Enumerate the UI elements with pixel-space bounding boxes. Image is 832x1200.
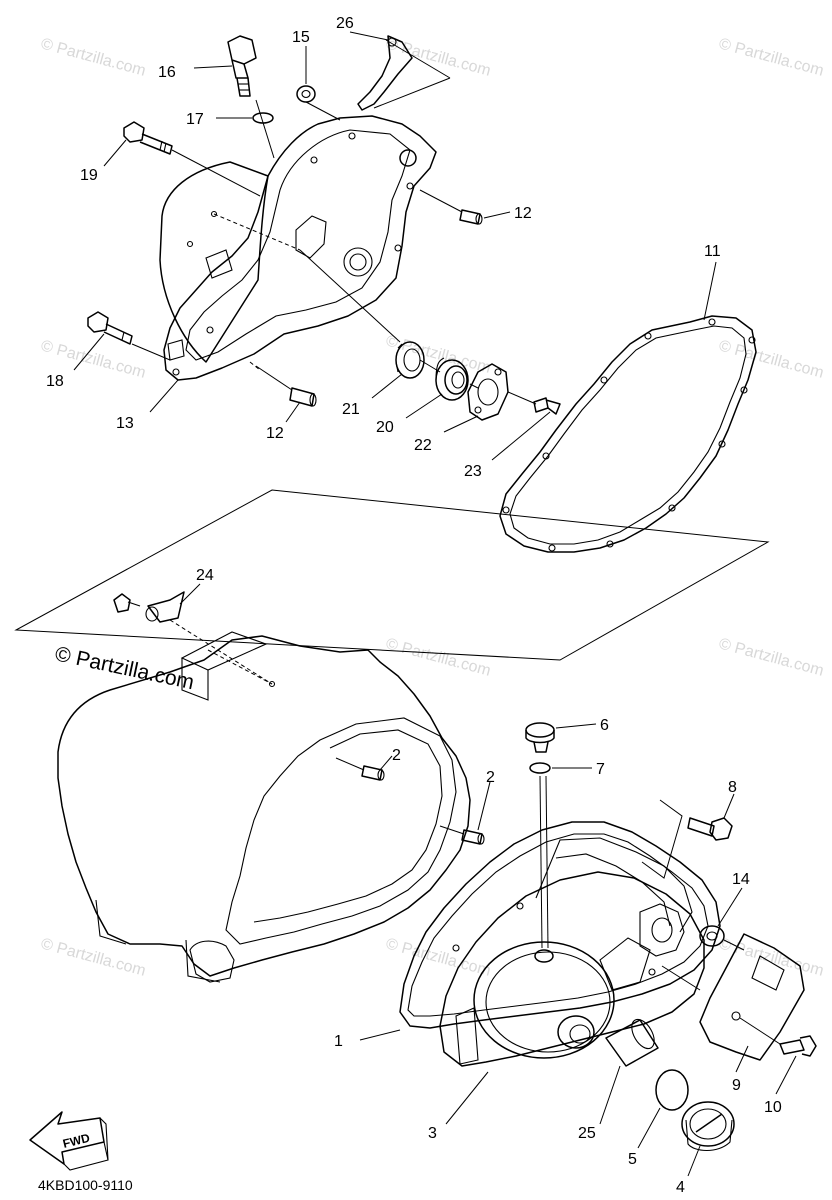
part-13-crankcase-cover — [159, 115, 437, 381]
callout-16: 16 — [158, 64, 176, 81]
part-8-bolt — [687, 817, 733, 841]
part-22-retainer — [467, 363, 509, 421]
part-2-dowel-left — [361, 765, 385, 781]
callout-26: 26 — [336, 15, 354, 32]
callout-20: 20 — [376, 419, 394, 436]
callout-22: 22 — [414, 437, 432, 454]
leader-lines — [73, 31, 797, 1177]
dashed-ref-24 — [169, 619, 273, 685]
callout-15: 15 — [292, 29, 310, 46]
callout-25: 25 — [578, 1125, 596, 1142]
watermark: © Partzilla.com — [384, 35, 493, 79]
part-5-o-ring — [655, 1069, 689, 1111]
brand-stamp: © Partzilla.com — [53, 642, 196, 694]
part-1-gasket — [399, 821, 721, 1029]
part-14-washer — [699, 925, 725, 947]
callout-19: 19 — [80, 167, 98, 184]
part-15-bushing — [296, 85, 316, 103]
part-25-collar — [605, 1018, 659, 1067]
part-26-bracket — [357, 35, 413, 111]
callout-21: 21 — [342, 401, 360, 418]
part-19-bolt — [123, 121, 173, 155]
watermark: © Partzilla.com — [717, 337, 826, 381]
diagram-code: 4KBD100-9110 — [38, 1177, 133, 1193]
callout-10: 10 — [764, 1099, 782, 1116]
callout-12-lower: 12 — [266, 425, 284, 442]
callout-8: 8 — [728, 779, 737, 796]
callout-23: 23 — [464, 463, 482, 480]
part-4-plug — [681, 1101, 735, 1152]
part-23-screw — [533, 397, 561, 415]
fwd-label: FWD — [61, 1131, 91, 1151]
callout-14: 14 — [732, 871, 750, 888]
part-12-dowel-upper — [459, 209, 483, 225]
watermark: © Partzilla.com — [717, 635, 826, 679]
lower-reference-lines — [641, 799, 781, 1045]
fwd-arrow-icon: FWD — [29, 1111, 109, 1171]
callout-3: 3 — [428, 1125, 437, 1142]
part-18-bolt — [87, 311, 133, 345]
callout-13: 13 — [116, 415, 134, 432]
part-7-o-ring — [529, 762, 551, 774]
watermark: © Partzilla.com — [717, 935, 826, 979]
watermark: © Partzilla.com — [717, 35, 826, 79]
watermarks: © Partzilla.com © Partzilla.com © Partzi… — [39, 35, 826, 979]
reference-outline — [14, 489, 770, 661]
callout-2-right: 2 — [486, 769, 495, 786]
part-12-dowel-lower — [289, 387, 317, 407]
callout-6: 6 — [600, 717, 609, 734]
part-10-bolt — [779, 1035, 817, 1057]
part-11-gasket — [499, 315, 757, 553]
upper-reference-lines — [131, 39, 537, 405]
watermark: © Partzilla.com — [39, 935, 148, 979]
watermark: © Partzilla.com — [384, 635, 493, 679]
part-6-oil-cap — [525, 722, 555, 753]
part-2-dowel-right — [461, 829, 485, 845]
part-16-sensor — [227, 35, 257, 97]
part-3-crankcase-cover — [439, 837, 705, 1067]
callout-12-upper: 12 — [514, 205, 532, 222]
part-9-cover-plate — [699, 933, 805, 1061]
callout-4: 4 — [676, 1179, 685, 1196]
callout-11: 11 — [704, 243, 721, 260]
callout-24: 24 — [196, 567, 214, 584]
callout-17: 17 — [186, 111, 204, 128]
engine-crankcase — [57, 631, 471, 983]
callout-2-left: 2 — [392, 747, 401, 764]
callout-labels: 16 17 15 26 19 12 11 18 13 12 21 20 22 2… — [46, 15, 782, 1196]
callout-5: 5 — [628, 1151, 637, 1168]
callout-18: 18 — [46, 373, 64, 390]
part-24-bolt-washer — [113, 591, 185, 623]
callout-9: 9 — [732, 1077, 741, 1094]
callout-7: 7 — [596, 761, 605, 778]
part-20-bearing — [435, 357, 469, 401]
callout-1: 1 — [334, 1033, 343, 1050]
watermark: © Partzilla.com — [39, 35, 148, 79]
